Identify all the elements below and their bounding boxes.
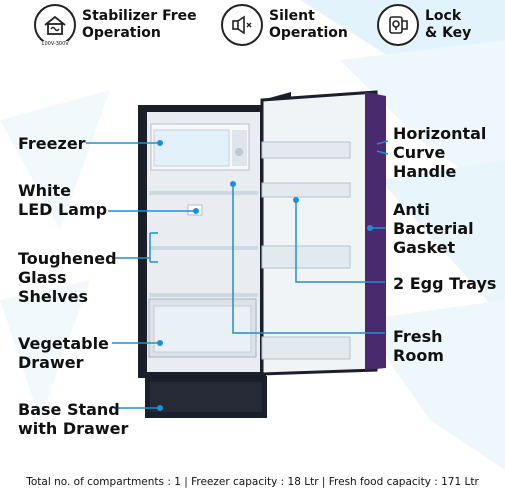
- label-base-stand: Base Stand with Drawer: [18, 400, 129, 438]
- capacity-footer: Total no. of compartments : 1 | Freezer …: [26, 476, 479, 488]
- feature-line1: Stabilizer Free: [82, 8, 197, 24]
- label-gasket: Anti Bacterial Gasket: [393, 200, 474, 257]
- label-vegetable-drawer: Vegetable Drawer: [18, 334, 109, 372]
- shelf: [149, 293, 258, 297]
- label-freezer: Freezer: [18, 134, 86, 153]
- feature-line2: Operation: [82, 25, 161, 41]
- feature-line1: Silent: [269, 8, 315, 24]
- label-led-lamp: White LED Lamp: [18, 181, 108, 219]
- shelf: [149, 246, 258, 250]
- feature-silent: Silent Operation: [221, 4, 348, 46]
- stabilizer-house-icon: 100V-300V: [34, 4, 76, 47]
- door-outer: [365, 92, 386, 370]
- feature-line1: Lock: [425, 8, 462, 24]
- feature-line2: Operation: [269, 25, 348, 41]
- feature-stabilizer: 100V-300V Stabilizer Free Operation: [34, 4, 197, 47]
- label-egg-trays: 2 Egg Trays: [393, 274, 497, 293]
- speaker-mute-icon: [221, 4, 263, 46]
- feature-lock: Lock & Key: [377, 4, 471, 46]
- label-glass-shelves: Toughened Glass Shelves: [18, 249, 117, 306]
- shelf: [149, 191, 258, 195]
- voltage-range-text: 100V-300V: [40, 41, 70, 47]
- label-fresh-room: Fresh Room: [393, 327, 444, 365]
- lock-key-icon: [377, 4, 419, 46]
- feature-line2: & Key: [425, 25, 472, 41]
- label-handle: Horizontal Curve Handle: [393, 124, 487, 181]
- door-inner: [260, 90, 378, 376]
